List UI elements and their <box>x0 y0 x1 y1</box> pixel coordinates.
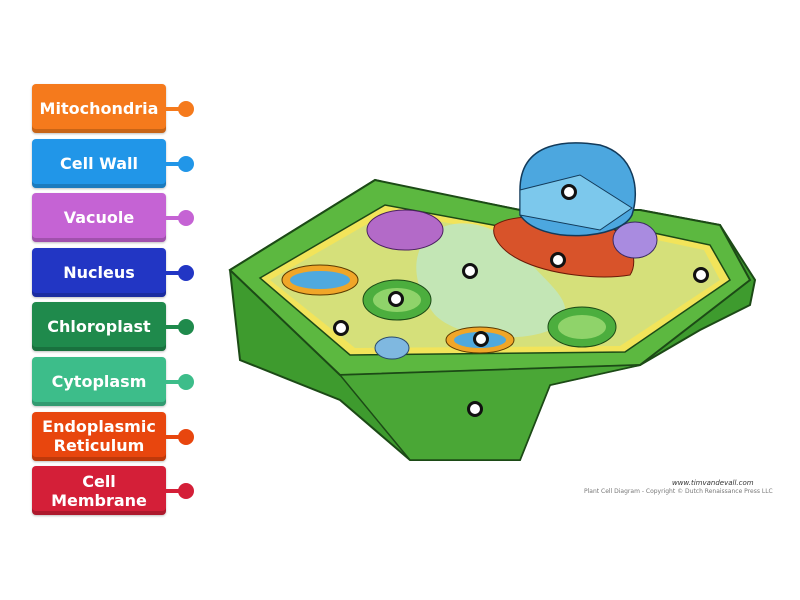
image-site-credit: www.timvandevall.com <box>672 479 754 487</box>
nucleus-cutaway <box>519 174 633 231</box>
drop-target[interactable] <box>550 252 566 268</box>
drop-target[interactable] <box>473 331 489 347</box>
smooth-er-shape <box>612 221 658 259</box>
label-connector <box>166 107 182 111</box>
cell-wall-front <box>338 364 641 461</box>
label-text: Vacuole <box>63 208 135 228</box>
label-text: Chloroplast <box>47 317 151 337</box>
label-pin-handle[interactable] <box>178 428 194 445</box>
drop-target[interactable] <box>693 267 709 283</box>
drop-target[interactable] <box>333 320 349 336</box>
label-connector <box>166 434 182 439</box>
label-connector <box>166 325 182 330</box>
label-text: Mitochondria <box>39 99 159 118</box>
vacuole-shape <box>416 223 566 338</box>
label-connector <box>166 489 182 494</box>
vesicle-shape <box>374 336 410 360</box>
label-text: Cell Wall <box>60 153 138 173</box>
label-pin-handle[interactable] <box>178 210 194 227</box>
label-text: Nucleus <box>63 262 135 282</box>
plant-cell-diagram <box>228 142 757 461</box>
chloroplast-inner <box>558 315 606 339</box>
drop-target[interactable] <box>388 291 404 307</box>
label-mitochondria[interactable]: Mitochondria <box>32 84 166 133</box>
label-connector <box>166 380 182 384</box>
label-pin-handle[interactable] <box>178 264 194 281</box>
label-connector <box>166 270 182 275</box>
label-text: Endoplasmic Reticulum <box>42 417 156 456</box>
label-connector <box>166 161 182 166</box>
label-pin-handle[interactable] <box>178 101 194 117</box>
golgi-shape <box>366 209 444 251</box>
label-endoplasmic-reticulum[interactable]: Endoplasmic Reticulum <box>32 411 166 461</box>
label-chloroplast[interactable]: Chloroplast <box>32 302 166 352</box>
label-pin-handle[interactable] <box>178 483 194 500</box>
label-text: Cell Membrane <box>51 471 147 510</box>
label-cytoplasm[interactable]: Cytoplasm <box>32 357 166 406</box>
mitochondrion-inner <box>290 271 350 289</box>
label-connector <box>166 216 182 221</box>
image-copyright: Plant Cell Diagram - Copyright © Dutch R… <box>584 488 773 495</box>
drop-target[interactable] <box>561 184 577 200</box>
label-cell-membrane[interactable]: Cell Membrane <box>32 466 166 516</box>
label-cell-wall[interactable]: Cell Wall <box>32 138 166 188</box>
drop-target[interactable] <box>462 263 478 279</box>
label-text: Cytoplasm <box>51 372 147 391</box>
label-vacuole[interactable]: Vacuole <box>32 193 166 243</box>
label-pin-handle[interactable] <box>178 155 194 172</box>
label-nucleus[interactable]: Nucleus <box>32 247 166 297</box>
label-pin-handle[interactable] <box>178 374 194 390</box>
drop-target[interactable] <box>467 401 483 417</box>
label-pin-handle[interactable] <box>178 319 194 336</box>
